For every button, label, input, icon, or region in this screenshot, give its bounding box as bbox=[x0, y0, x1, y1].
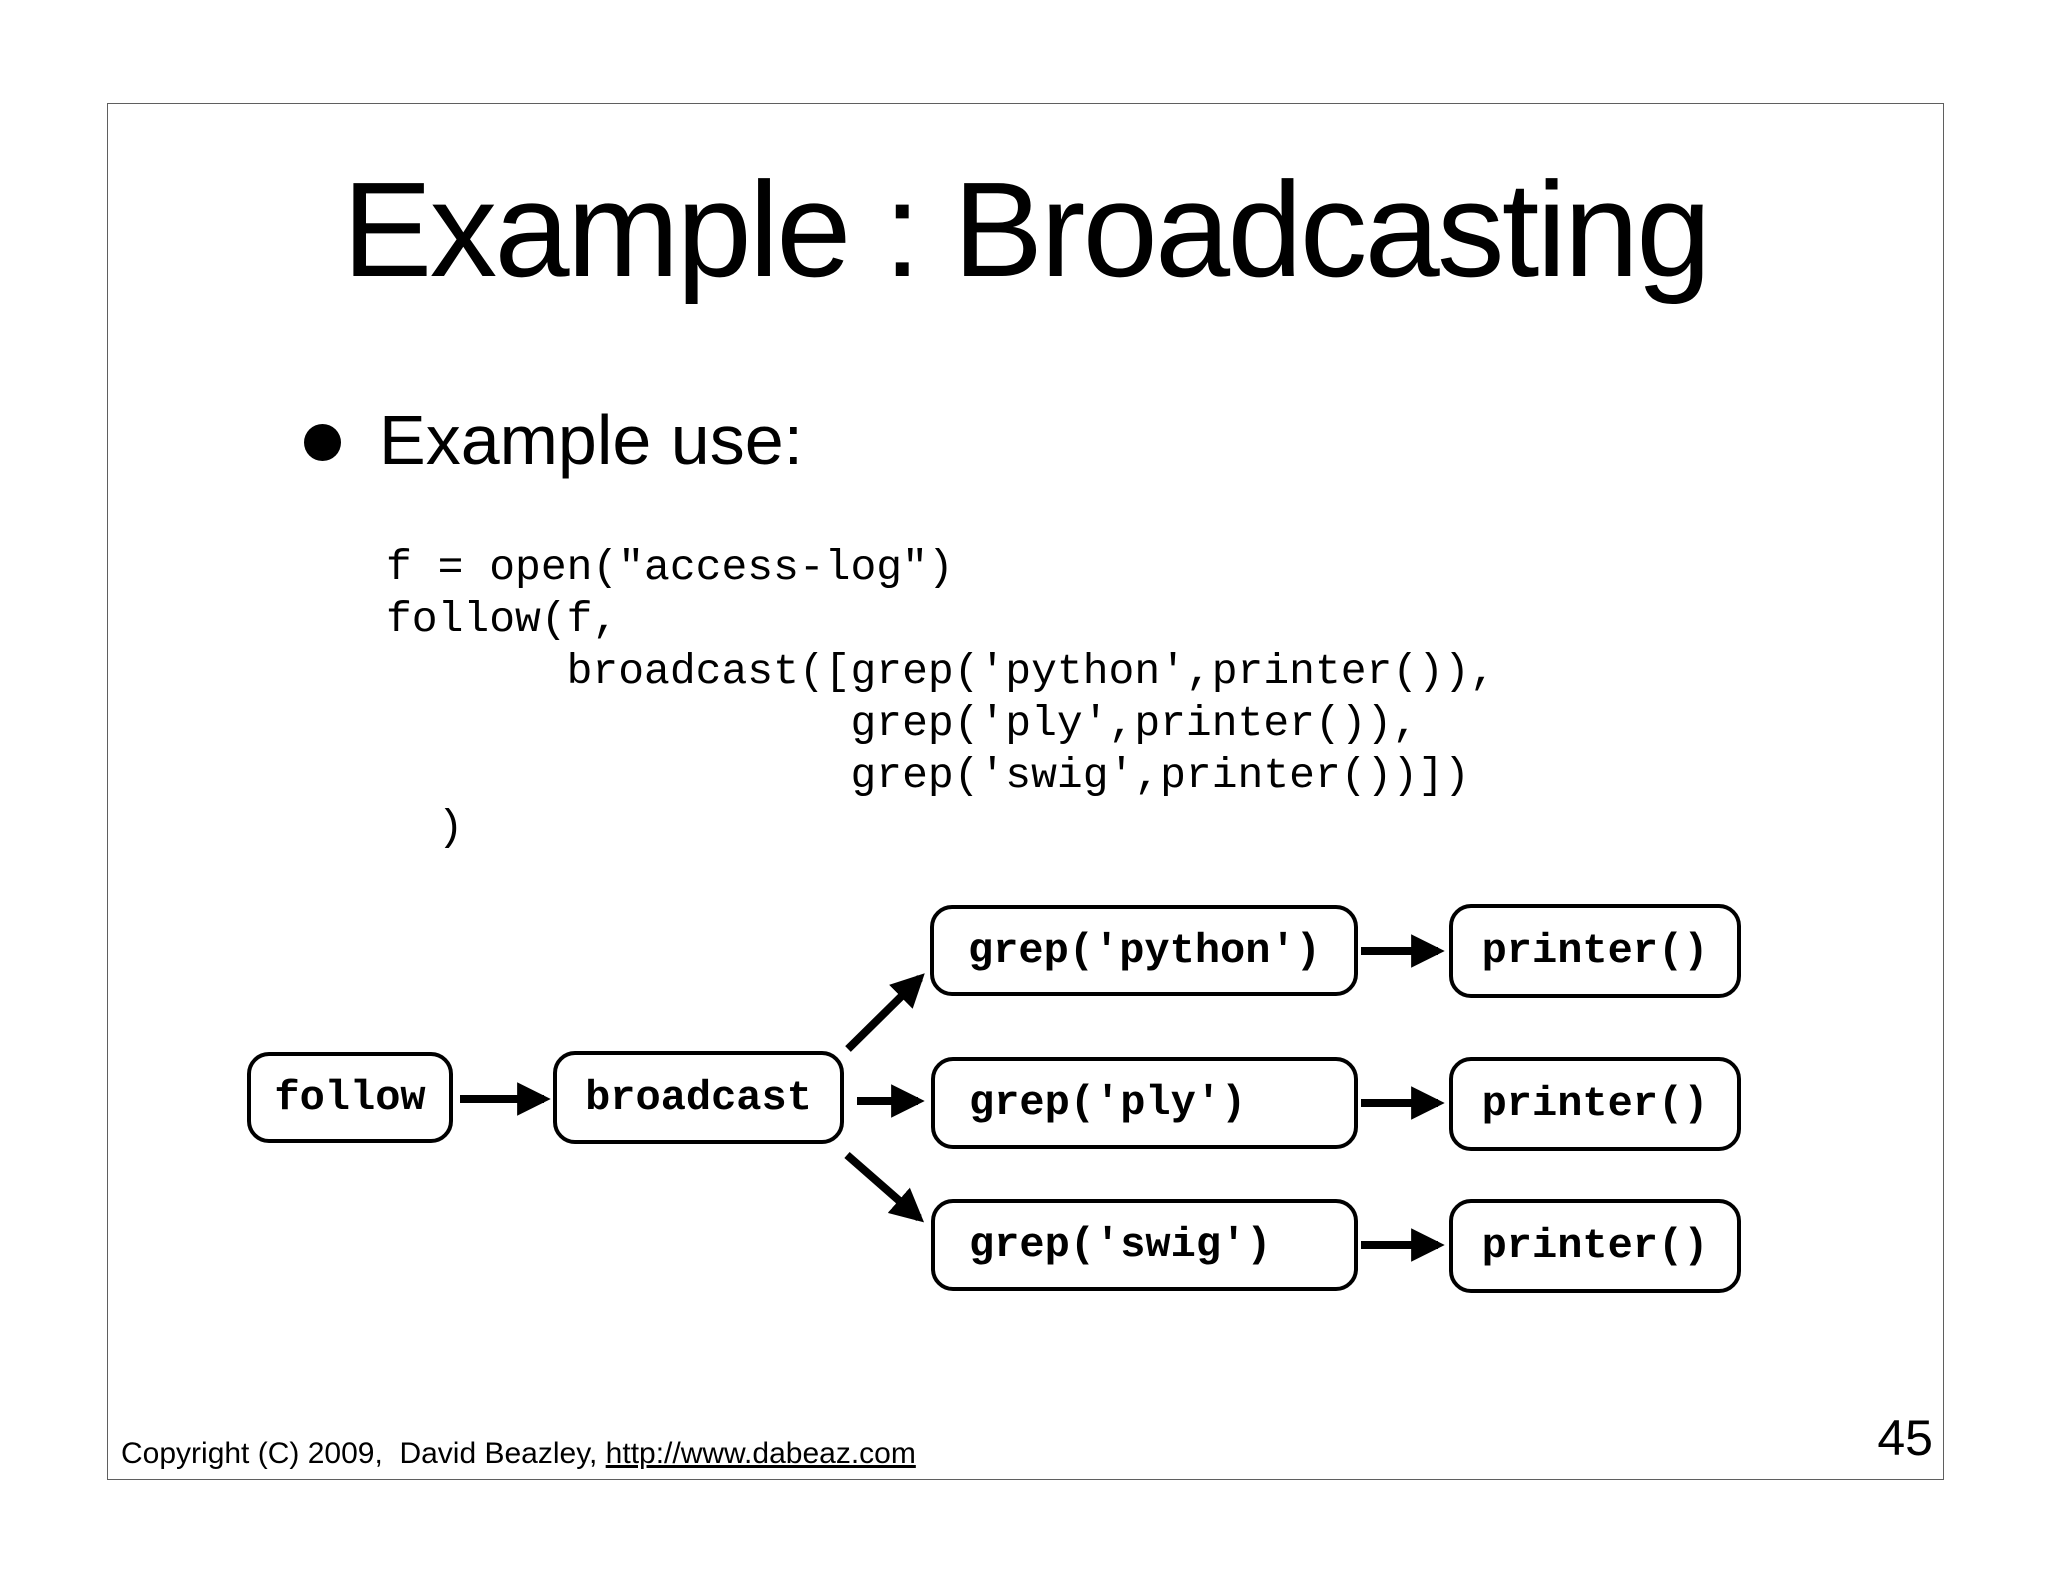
footer-copyright-text: Copyright (C) 2009, David Beazley, bbox=[121, 1437, 606, 1470]
footer-link[interactable]: http://www.dabeaz.com bbox=[605, 1437, 916, 1470]
slide: Example : Broadcasting Example use: f = … bbox=[107, 103, 1944, 1480]
bullet-label: Example use: bbox=[379, 401, 804, 479]
node-grep-swig: grep('swig') bbox=[931, 1199, 1358, 1291]
page-title: Example : Broadcasting bbox=[342, 154, 1711, 305]
node-printer-3: printer() bbox=[1449, 1199, 1741, 1293]
node-follow: follow bbox=[247, 1052, 453, 1143]
arrow-broadcast-to-grep-python bbox=[845, 973, 925, 1052]
code-block: f = open("access-log") follow(f, broadca… bbox=[386, 543, 1496, 852]
node-broadcast: broadcast bbox=[553, 1051, 844, 1144]
page-number: 45 bbox=[1877, 1410, 1933, 1466]
node-printer-2: printer() bbox=[1449, 1057, 1741, 1151]
node-printer-1: printer() bbox=[1449, 904, 1741, 998]
arrow-broadcast-to-grep-swig bbox=[844, 1151, 925, 1223]
bullet-icon bbox=[304, 424, 341, 461]
bullet-item: Example use: bbox=[304, 402, 803, 479]
footer-copyright: Copyright (C) 2009, David Beazley, http:… bbox=[121, 1437, 916, 1471]
node-grep-ply: grep('ply') bbox=[931, 1057, 1358, 1149]
node-grep-python: grep('python') bbox=[930, 905, 1358, 996]
